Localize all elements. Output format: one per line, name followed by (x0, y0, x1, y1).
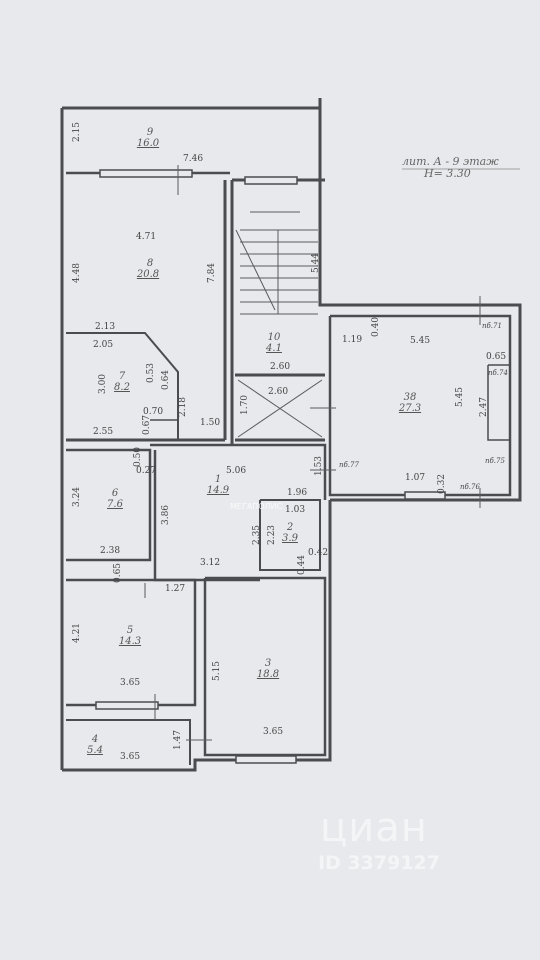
dimension-label: 5.44 (311, 252, 322, 274)
dimension-label: 0.64 (161, 369, 172, 391)
dimension-label: 5.45 (410, 336, 431, 346)
dimension-label: 3.86 (161, 504, 172, 526)
room-area: 5.4 (87, 745, 103, 756)
ceiling-height: H= 3.30 (424, 167, 471, 180)
cian-watermark: циан (320, 805, 428, 851)
room-number: 3 (264, 658, 272, 669)
dimension-label: 2.35 (252, 524, 263, 546)
stair-treads (235, 211, 318, 315)
dimension-label: 3.24 (72, 486, 83, 508)
room-number: 4 (91, 734, 99, 745)
windows (95, 169, 446, 764)
dimension-label: 0.50 (133, 446, 144, 468)
dimension-label: 2.13 (95, 322, 116, 332)
room-area: 7.6 (107, 499, 123, 510)
dimension-label: 0.65 (486, 352, 507, 362)
level-mark: пб.77 (339, 461, 359, 469)
dimension-label: 5.06 (226, 466, 247, 476)
dimension-label: 2.60 (270, 362, 291, 372)
dimension-label: 5.15 (212, 660, 223, 682)
dimension-label: 1.03 (285, 505, 306, 515)
dimension-label: 7.84 (207, 262, 218, 284)
dimension-label: 3.00 (98, 373, 109, 395)
level-mark: пб.76 (460, 483, 480, 491)
room-number: 7 (118, 371, 126, 382)
room-area: 18.8 (256, 669, 280, 680)
dimension-label: 3.65 (120, 678, 141, 688)
room-area: 14.9 (206, 485, 230, 496)
dimension-label: 1.70 (240, 394, 251, 416)
room-area: 14.3 (118, 636, 142, 647)
dimension-label: 2.18 (178, 396, 189, 418)
dimension-label: 0.70 (143, 407, 164, 417)
level-mark: пб.74 (488, 369, 508, 377)
dimension-label: 2.55 (93, 427, 114, 437)
room-number: 2 (286, 522, 294, 533)
room-area: 4.1 (266, 343, 282, 354)
room-number: 1 (214, 474, 222, 485)
dimension-label: 1.19 (342, 335, 363, 345)
shaft-cross (237, 379, 323, 438)
room-number: 6 (111, 488, 119, 499)
dimension-label: 2.38 (100, 546, 121, 556)
dimension-label: 2.05 (93, 340, 114, 350)
dimension-label: 0.67 (142, 414, 153, 436)
dimension-label: 0.27 (136, 466, 157, 476)
dimension-label: 1.96 (287, 488, 308, 498)
dimension-label: 4.71 (136, 232, 157, 242)
dimension-label: 3.65 (120, 752, 141, 762)
room-area: 16.0 (136, 138, 160, 149)
dimension-label: 0.32 (437, 473, 448, 495)
dimension-label: 1.47 (173, 729, 184, 751)
level-mark: пб.71 (482, 322, 502, 330)
dimension-label: 2.47 (479, 396, 490, 418)
dimension-label: 4.48 (72, 262, 83, 284)
dimension-label: 7.46 (183, 154, 204, 164)
dimension-label: 2.15 (72, 121, 83, 143)
dimension-label: 3.65 (263, 727, 284, 737)
dimension-label: 0.44 (297, 554, 308, 576)
dimension-label: 4.21 (72, 622, 83, 644)
room-number: 9 (146, 127, 154, 138)
room-number: 10 (267, 332, 281, 343)
floor-header: лит. А - 9 этаж H= 3.30 (402, 156, 499, 180)
room-number: 38 (403, 392, 417, 403)
dimension-label: 1.27 (165, 584, 186, 594)
dimension-label: 0.40 (371, 316, 382, 338)
dimension-label: 1.50 (200, 418, 221, 428)
agency-watermark: МЕГАПОЛИС (230, 502, 283, 511)
dimension-label: 2.23 (267, 524, 278, 546)
dimension-label: 1.53 (314, 455, 325, 477)
dimension-label: 5.45 (455, 386, 466, 408)
dimension-label: 2.60 (268, 387, 289, 397)
room-number: 8 (146, 258, 154, 269)
room-area: 27.3 (398, 403, 422, 414)
room-area: 20.8 (136, 269, 160, 280)
ticks (144, 165, 481, 741)
room-area: 8.2 (114, 382, 130, 393)
listing-id-watermark: ID 3379127 (318, 852, 440, 874)
level-mark: пб.75 (485, 457, 505, 465)
room-number: 5 (126, 625, 134, 636)
dimension-label: 0.53 (146, 362, 157, 384)
dimension-label: 0.65 (113, 562, 124, 584)
dimension-label: 1.07 (405, 473, 426, 483)
dimension-label: 3.12 (200, 558, 221, 568)
room-area: 3.9 (282, 533, 298, 544)
section-label: лит. А - 9 этаж (402, 155, 499, 168)
walls (60, 98, 522, 772)
dimension-label: 0.42 (308, 548, 329, 558)
